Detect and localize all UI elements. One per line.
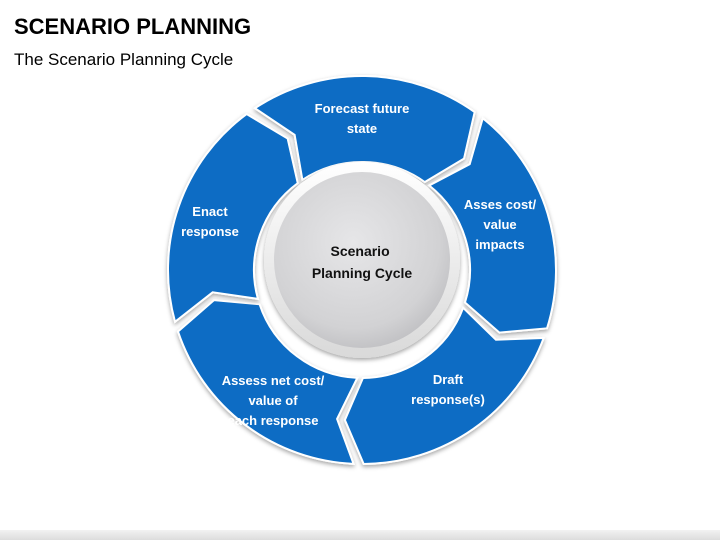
center-label-line-2: Planning Cycle [312,265,413,281]
cycle-segment-assess-net [176,299,359,465]
center-disc [274,172,450,348]
cycle-segment-label-line: response [181,224,239,239]
cycle-segment-label-line: value of [248,393,298,408]
cycle-segment-label-line: impacts [475,237,524,252]
cycle-segment-label-line: Enact [192,204,228,219]
cycle-segment-forecast [253,75,476,184]
cycle-segment-assess-cost [427,116,557,334]
cycle-segment-label-line: each response [227,413,318,428]
cycle-segment-label-enact: Enact response [181,204,239,239]
cycle-segment-label-assess-net: Assess net cost/value of each response [222,373,325,428]
center-label: Scenario Planning Cycle [312,243,413,281]
cycle-segment-label-draft: Draft response(s) [411,372,485,407]
cycle-segment-label-line: Asses cost/ [464,197,537,212]
cycle-segment-label-forecast: Forecast future state [315,101,410,136]
center-circle: Scenario Planning Cycle [264,162,460,358]
footer-bar [0,530,720,540]
cycle-segment-label-line: Assess net cost/ [222,373,325,388]
cycle-segment-label-line: value [483,217,516,232]
cycle-segment-draft [343,306,546,465]
cycle-segment-label-assess-cost: Asses cost/value impacts [464,197,537,252]
cycle-segment-label-line: Forecast future [315,101,410,116]
cycle-segment-label-line: Draft [433,372,464,387]
page-title: SCENARIO PLANNING [14,14,252,39]
cycle-segment-label-line: state [347,121,377,136]
cycle-segment-label-line: response(s) [411,392,485,407]
cycle-segment-enact [167,112,299,324]
center-label-line-1: Scenario [330,243,389,259]
page-subtitle: The Scenario Planning Cycle [14,50,234,69]
